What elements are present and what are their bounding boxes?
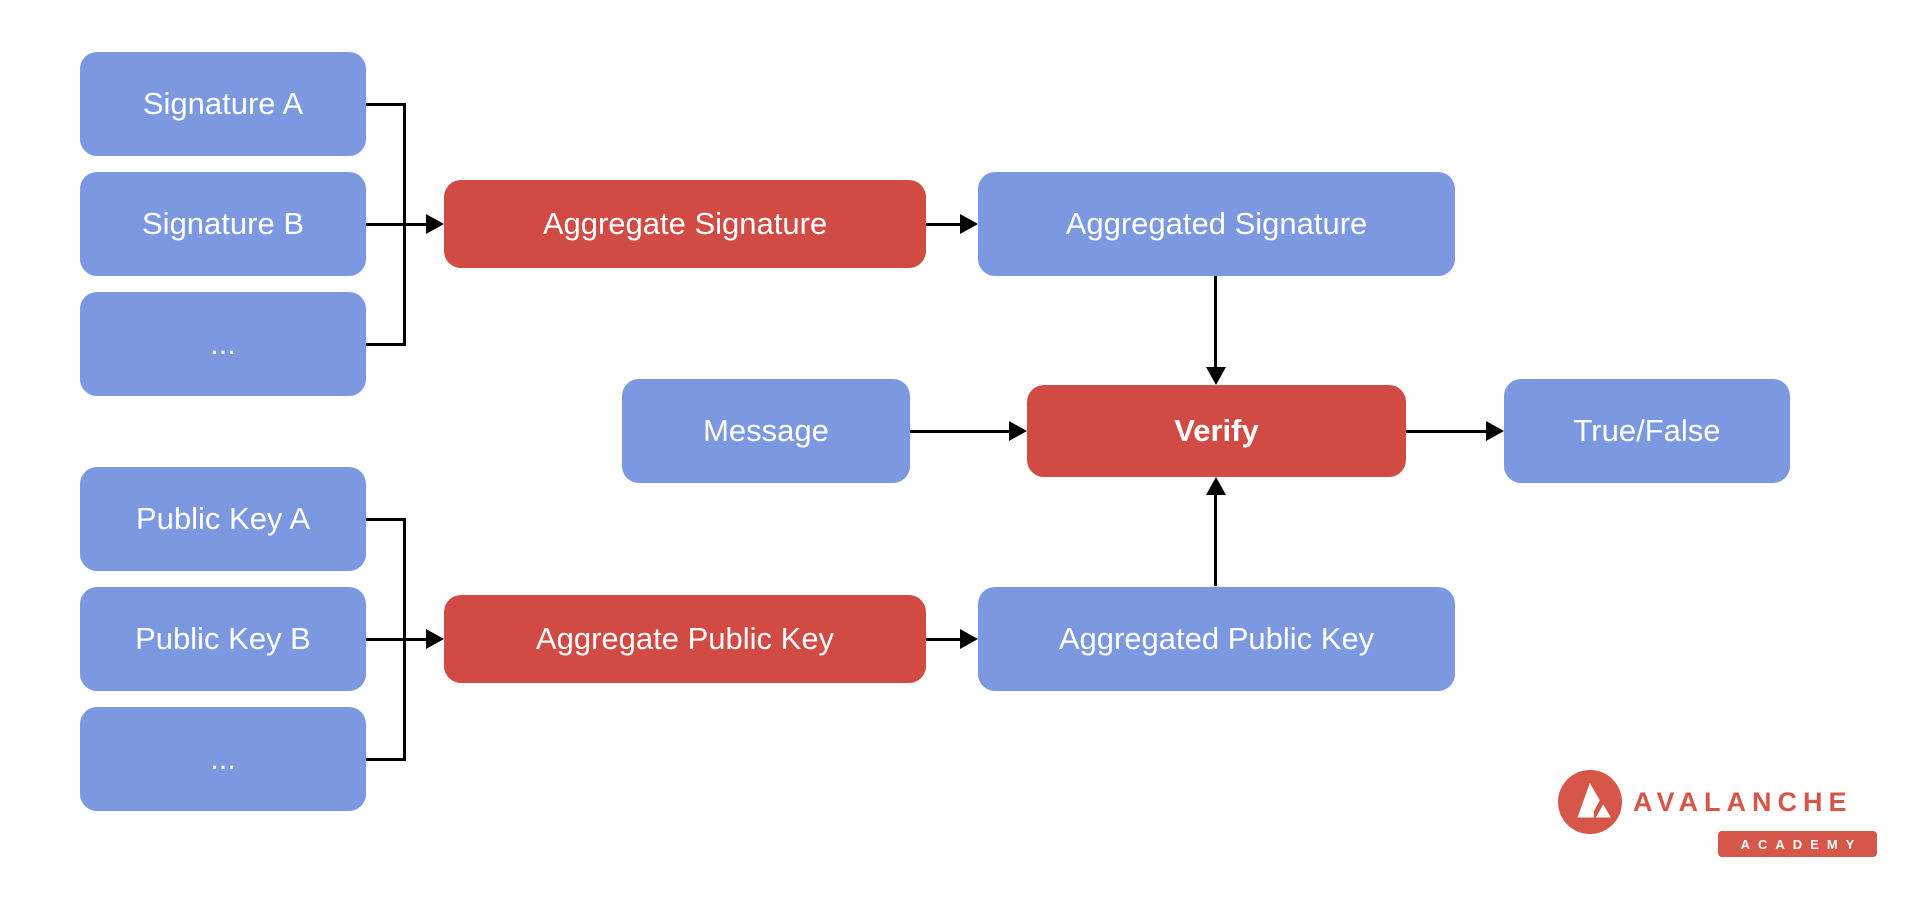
- edge-public-key-b-arrow-line: [366, 638, 430, 641]
- node-aggregated-public-key: Aggregated Public Key: [978, 587, 1455, 691]
- arrowhead-into-true-false: [1486, 421, 1504, 441]
- edge-verify-to-truefalse-line: [1406, 430, 1487, 433]
- node-signature-more: ...: [80, 292, 366, 396]
- edge-public-key-more-line: [366, 758, 406, 761]
- academy-badge: ACADEMY: [1718, 831, 1877, 857]
- node-aggregated-signature: Aggregated Signature: [978, 172, 1455, 276]
- edge-aggpk-to-aggedpk-line: [926, 638, 964, 641]
- arrowhead-verify-bottom: [1206, 477, 1226, 495]
- avalanche-academy-logo: AVALANCHE ACADEMY: [1550, 765, 1890, 865]
- node-public-key-more: ...: [80, 707, 366, 811]
- node-verify: Verify: [1027, 385, 1406, 477]
- arrowhead-into-aggregate-public-key: [426, 629, 444, 649]
- edge-signature-a-line: [366, 103, 406, 106]
- node-signature-b: Signature B: [80, 172, 366, 276]
- node-public-key-a: Public Key A: [80, 467, 366, 571]
- node-aggregate-signature: Aggregate Signature: [444, 180, 926, 268]
- arrowhead-into-aggregated-public-key: [960, 629, 978, 649]
- node-message: Message: [622, 379, 910, 483]
- arrowhead-verify-top: [1206, 367, 1226, 385]
- edge-signature-b-arrow-line: [366, 223, 430, 226]
- edge-aggedpk-to-verify-line: [1214, 493, 1217, 586]
- arrowhead-verify-left: [1009, 421, 1027, 441]
- arrowhead-into-aggregate-signature: [426, 214, 444, 234]
- node-true-false: True/False: [1504, 379, 1790, 483]
- avalanche-wordmark: AVALANCHE: [1633, 787, 1853, 817]
- node-signature-a: Signature A: [80, 52, 366, 156]
- arrowhead-into-aggregated-signature: [960, 214, 978, 234]
- edge-aggsig-to-aggedsig-line: [926, 223, 964, 226]
- academy-badge-label: ACADEMY: [1740, 836, 1863, 852]
- edge-message-to-verify-line: [910, 430, 1010, 433]
- node-public-key-b: Public Key B: [80, 587, 366, 691]
- avalanche-logo-icon: [1558, 770, 1622, 834]
- edge-public-key-a-line: [366, 518, 406, 521]
- edge-aggedsig-to-verify-line: [1214, 276, 1217, 369]
- edge-signature-more-line: [366, 343, 406, 346]
- node-aggregate-public-key: Aggregate Public Key: [444, 595, 926, 683]
